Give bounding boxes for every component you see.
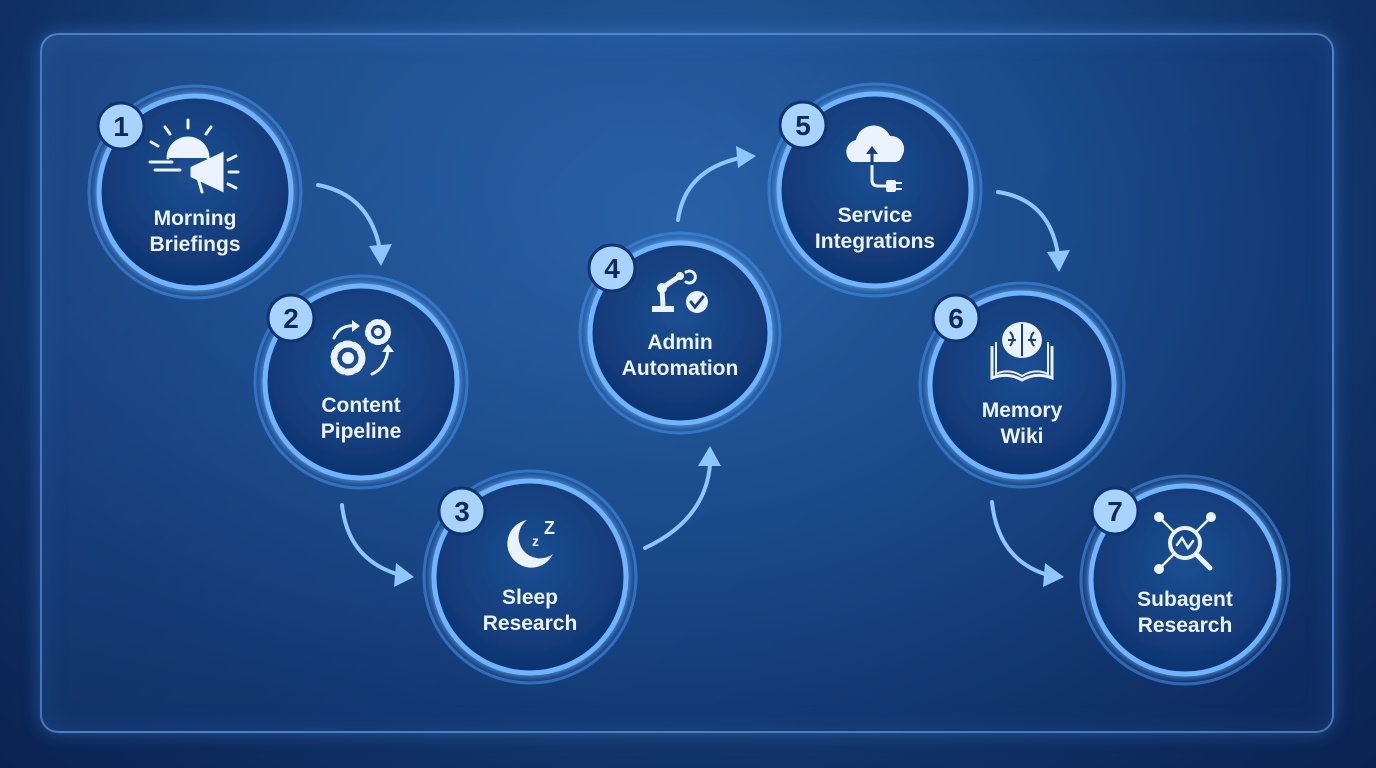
robot-arm-check-icon	[652, 269, 708, 313]
gears-cycle-icon	[330, 319, 394, 376]
arrow-1-to-2	[316, 183, 382, 252]
svg-text:Z: Z	[544, 518, 555, 538]
step-2-node: Content Pipeline 2	[253, 274, 469, 490]
arrow-5-to-6	[996, 190, 1060, 257]
step-3-label-line2: Research	[483, 612, 578, 635]
svg-text:z: z	[532, 533, 539, 549]
step-6-number: 6	[948, 303, 964, 334]
step-7-badge	[1090, 486, 1140, 536]
sunrise-megaphone-icon	[148, 118, 240, 194]
step-4-label-line1: Admin	[647, 331, 712, 354]
step-7-node: Subagent Research 7	[1079, 474, 1291, 686]
step-4-label-line2: Automation	[622, 357, 739, 380]
network-magnifier-icon	[1154, 512, 1216, 574]
arrow-6-to-7-head	[1043, 563, 1064, 587]
arrow-4-to-5	[676, 156, 742, 222]
step-3-node: z Z Sleep Research 3	[422, 469, 638, 685]
step-5-label-line1: Service	[838, 204, 913, 227]
connector-arrows	[316, 146, 1070, 587]
arrow-2-to-3	[340, 503, 402, 577]
arrow-6-to-7	[990, 500, 1050, 577]
step-5-badge	[778, 100, 828, 150]
arrow-2-to-3-head	[394, 563, 414, 587]
step-7-label-line2: Research	[1138, 614, 1233, 637]
step-1-label-line2: Briefings	[149, 233, 240, 256]
step-7-number: 7	[1107, 496, 1123, 527]
step-4-badge	[587, 243, 637, 293]
cloud-plug-icon	[846, 125, 905, 192]
arrow-3-to-4	[643, 463, 712, 550]
step-6-badge	[931, 293, 981, 343]
moon-sleep-icon: z Z	[507, 518, 555, 568]
step-4-node: Admin Automation 4	[578, 231, 782, 435]
step-3-badge	[437, 486, 487, 536]
brain-book-icon	[990, 322, 1054, 382]
step-4-number: 4	[604, 253, 620, 284]
step-2-badge	[266, 293, 316, 343]
step-1-label-line1: Morning	[154, 207, 237, 230]
step-2-number: 2	[283, 303, 299, 334]
step-1-number: 1	[113, 111, 129, 142]
step-6-label-line1: Memory	[982, 399, 1063, 422]
step-1-badge	[96, 101, 146, 151]
arrow-4-to-5-head	[736, 146, 756, 168]
step-2-label-line1: Content	[321, 394, 400, 417]
arrow-5-to-6-head	[1047, 250, 1070, 272]
step-7-label-line1: Subagent	[1137, 588, 1233, 611]
step-3-label-line1: Sleep	[502, 586, 558, 609]
step-3-number: 3	[454, 496, 470, 527]
arrow-1-to-2-head	[369, 244, 392, 266]
step-5-number: 5	[795, 110, 811, 141]
arrow-3-to-4-head	[698, 446, 721, 466]
step-1-node: Morning Briefings 1	[87, 84, 303, 300]
step-6-label-line2: Wiki	[1001, 425, 1044, 448]
step-6-node: Memory Wiki 6	[918, 281, 1126, 489]
step-2-label-line2: Pipeline	[321, 420, 402, 443]
step-5-node: Service Integrations 5	[767, 82, 983, 298]
step-5-label-line2: Integrations	[815, 230, 935, 253]
